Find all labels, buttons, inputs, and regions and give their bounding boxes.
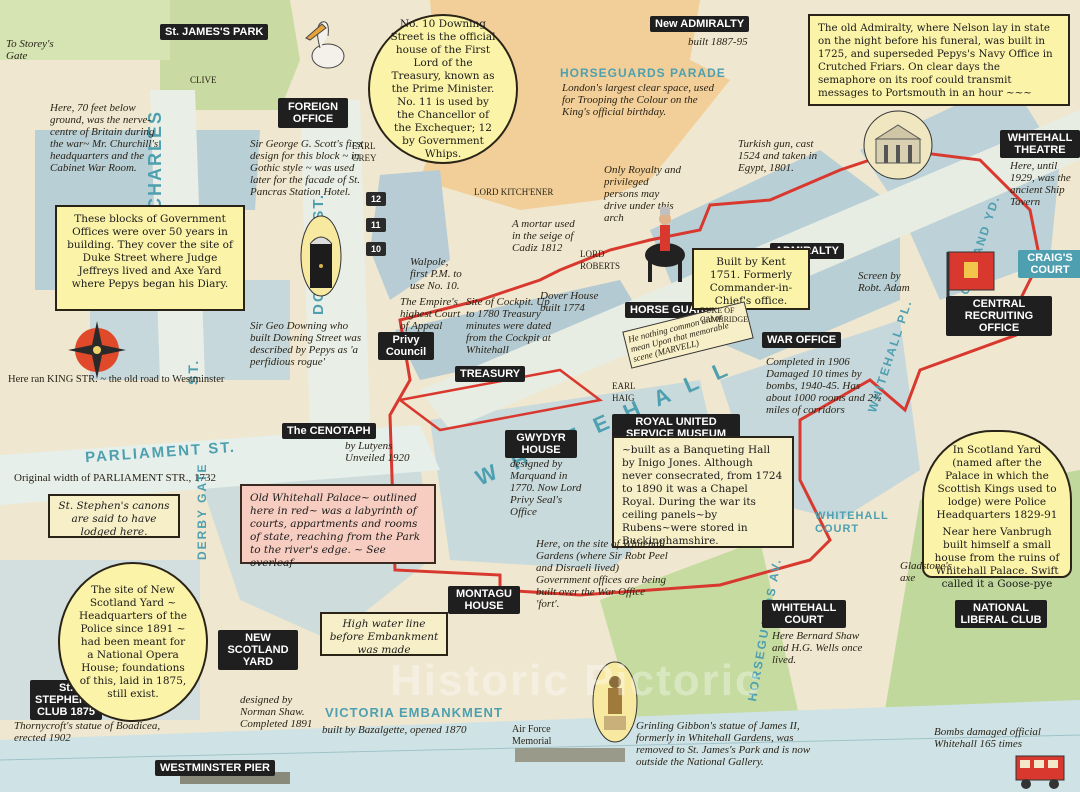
note-bazalgette: built by Bazalgette, opened 1870 <box>322 724 467 736</box>
ship-icon <box>1015 755 1065 789</box>
box-high-water: High water line before Embankment was ma… <box>320 612 448 656</box>
tag-montagu-house: MONTAGU HOUSE <box>448 586 520 614</box>
note-king-street: Here ran KING STR. ~ the old road to Wes… <box>8 374 225 385</box>
note-empire-court: The Empire's highest Court of Appeal <box>400 296 461 332</box>
note-walpole: Walpole, first P.M. to use No. 10. <box>410 256 462 292</box>
note-war-office-desc: Completed in 1906 Damaged 10 times by bo… <box>766 356 882 416</box>
note-whitehall-gardens: Here, on the site of Whitehall Gardens (… <box>536 538 668 610</box>
note-robt-adam: Screen by Robt. Adam <box>858 270 910 294</box>
note-storey-gate: To Storey's Gate <box>6 38 54 62</box>
tag-foreign-office: FOREIGN OFFICE <box>278 98 348 128</box>
scotland-yard-text: In Scotland Yard (named after the Palace… <box>936 444 1058 521</box>
note-lord-kitchener: LORD KITCH'ENER <box>474 187 554 197</box>
note-royalty-arch: Only Royalty and privileged persons may … <box>604 164 681 224</box>
downing-number-10: 10 <box>366 242 387 256</box>
note-mortar: A mortar used in the seige of Cadiz 1812 <box>512 218 575 254</box>
note-george-downing: Sir Geo Downing who built Downing Street… <box>250 320 362 368</box>
tag-whitehall-court: WHITEHALL COURT <box>762 600 846 628</box>
note-duke-cambridge: DUKE OF CAMBRIDGE <box>700 306 749 324</box>
tag-central-recruiting: CENTRAL RECRUITING OFFICE <box>946 296 1052 336</box>
pelican-icon <box>305 21 345 69</box>
note-horseguards-desc: London's largest clear space, used for T… <box>562 82 714 118</box>
downing-number-12: 12 <box>366 192 387 206</box>
note-gwydyr-desc: designed by Marquand in 1770. Now Lord P… <box>510 458 582 518</box>
tag-gwydyr-house: GWYDYR HOUSE <box>505 430 577 458</box>
note-air-force: Air Force Memorial <box>512 724 552 747</box>
note-parliament-width: Original width of PARLIAMENT STR., 1732 <box>14 472 216 484</box>
box-scotland-yard: In Scotland Yard (named after the Palace… <box>922 430 1072 590</box>
tag-whitehall-theatre: WHITEHALL THEATRE <box>1000 130 1080 158</box>
note-whitehall-theatre: Here, until 1929, was the ancient Ship T… <box>1010 160 1071 208</box>
tag-privy-council: Privy Council <box>378 332 434 360</box>
box-new-scotland-site: The site of New Scotland Yard ~ Headquar… <box>58 562 208 722</box>
watermark: Historic Pictoric <box>390 656 762 705</box>
tag-craigs-court: CRAIG'S COURT <box>1018 250 1080 278</box>
note-earl-haig: EARL HAIG <box>612 381 636 403</box>
note-new-admiralty-built: built 1887-95 <box>688 36 748 48</box>
vanbrugh-text: Near here Vanbrugh built himself a small… <box>934 526 1060 590</box>
note-gladstone: Gladstone's axe <box>900 560 952 584</box>
tag-treasury: TREASURY <box>455 366 526 382</box>
royal-standard-icon <box>946 251 995 296</box>
street-whitehall-court: WHITEHALL COURT <box>815 510 889 535</box>
street-victoria-embankment: VICTORIA EMBANKMENT <box>325 705 503 720</box>
tag-new-admiralty: New ADMIRALTY <box>650 16 750 32</box>
james-ii-statue-icon <box>592 661 638 743</box>
tag-national-liberal: NATIONAL LIBERAL CLUB <box>955 600 1047 628</box>
tag-war-office: WAR OFFICE <box>762 332 842 348</box>
note-gilbert-scott: Sir George G. Scott's first design for t… <box>250 138 364 198</box>
note-norman-shaw: designed by Norman Shaw. Completed 1891 <box>240 694 313 730</box>
note-clive: CLIVE <box>190 75 217 85</box>
box-st-stephens-canons: St. Stephen's canons are said to have lo… <box>48 494 180 538</box>
note-boadicea: Thornycroft's statue of Boadicea, erecte… <box>14 720 161 744</box>
box-gov-offices: These blocks of Government Offices were … <box>55 205 245 311</box>
street-horseguards-parade: HORSEGUARDS PARADE <box>560 66 726 80</box>
horse-guard-icon <box>645 207 685 282</box>
note-lutyens: by Lutyens Unveiled 1920 <box>345 440 410 464</box>
admiralty-building-icon <box>863 110 933 180</box>
tag-cenotaph: The CENOTAPH <box>282 423 376 439</box>
note-dover-house: Dover House built 1774 <box>540 290 599 314</box>
note-bombs: Bombs damaged official Whitehall 165 tim… <box>934 726 1041 750</box>
tag-new-scotland-yard: NEW SCOTLAND YARD <box>218 630 298 670</box>
compass-rose-icon <box>68 321 126 379</box>
downing-number-11: 11 <box>366 218 386 232</box>
box-old-whitehall-palace: Old Whitehall Palace~ outlined here in r… <box>240 484 436 569</box>
note-lord-roberts: LORD ROBERTS <box>580 249 620 271</box>
box-kent: Built by Kent 1751. Formerly Commander-i… <box>692 248 810 310</box>
tag-westminster-pier: WESTMINSTER PIER <box>155 760 276 776</box>
box-old-admiralty: The old Admiralty, where Nelson lay in s… <box>808 14 1070 106</box>
note-earl-grey: EARL GREY <box>352 141 377 163</box>
palace-outline <box>388 148 1042 597</box>
tag-st-james-park: St. JAMES'S PARK <box>160 24 269 40</box>
no10-door-icon <box>300 215 342 297</box>
note-shaw-wells: Here Bernard Shaw and H.G. Wells once li… <box>772 630 863 666</box>
box-downing-street: No. 10 Downing Street is the official ho… <box>368 14 518 164</box>
note-turkish-gun: Turkish gun, cast 1524 and taken in Egyp… <box>738 138 818 174</box>
note-churchill: Here, 70 feet below ground, was the nerv… <box>50 102 159 174</box>
note-cockpit: Site of Cockpit. Up to 1780 Treasury min… <box>466 296 552 356</box>
note-gibbons: Grinling Gibbon's statue of James II, fo… <box>636 720 811 768</box>
box-banqueting: ~built as a Banqueting Hall by Inigo Jon… <box>612 436 794 548</box>
